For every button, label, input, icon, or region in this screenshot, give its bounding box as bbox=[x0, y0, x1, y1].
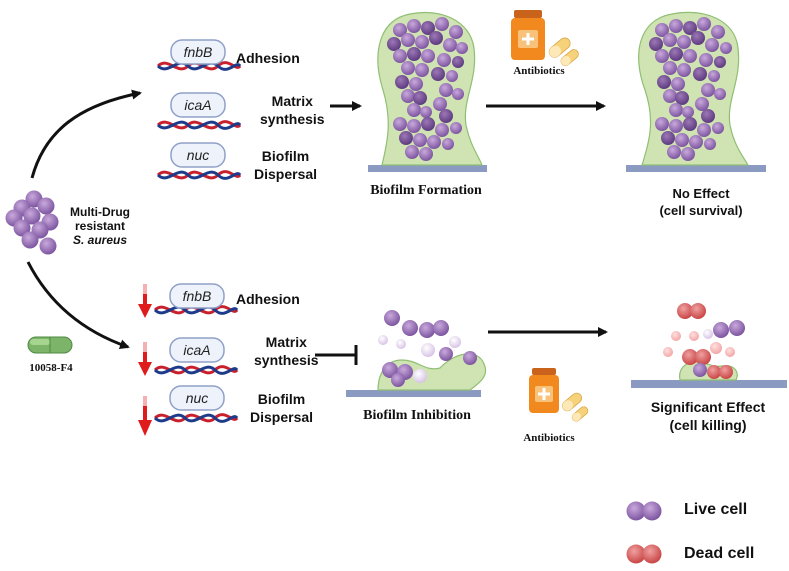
outcome-line-1: Significant Effect bbox=[650, 399, 766, 415]
inhibition-arrow bbox=[315, 345, 358, 365]
downregulation-arrow-icon bbox=[138, 284, 152, 318]
role-line-1: Adhesion bbox=[236, 50, 300, 66]
stage-label-inhibition: Biofilm Inhibition bbox=[363, 408, 471, 423]
role-line-2: Dispersal bbox=[254, 166, 318, 182]
gene-box bbox=[170, 142, 226, 168]
biofilm-killed bbox=[631, 303, 787, 388]
gene-name-nuc-top: nuc bbox=[186, 147, 210, 163]
legend-live-cell-icon bbox=[626, 501, 662, 521]
gene-role-adhesion-bottom: Adhesion bbox=[236, 291, 300, 307]
antibiotics-bottle-icon bbox=[511, 10, 579, 67]
gene-role-matrix-top: Matrix synthesis bbox=[260, 92, 325, 128]
s-aureus-cluster-icon bbox=[5, 190, 59, 255]
outcome-line-1: No Effect bbox=[672, 186, 730, 201]
stage-label-formation: Biofilm Formation bbox=[370, 183, 482, 198]
role-line-1: Adhesion bbox=[236, 291, 300, 307]
gene-role-dispersal-bottom: Biofilm Dispersal bbox=[250, 390, 313, 426]
organism-line-3: S. aureus bbox=[72, 233, 128, 247]
role-line-1: Matrix bbox=[265, 334, 307, 350]
organism-line-1: Multi-Drug bbox=[70, 205, 130, 219]
gene-name-icaa-bottom: icaA bbox=[183, 342, 211, 358]
outcome-line-2: (cell killing) bbox=[669, 417, 747, 433]
gene-box bbox=[169, 385, 225, 411]
biofilm-mature-treated bbox=[626, 11, 766, 172]
arrow-to-bottom-pathway bbox=[26, 261, 130, 350]
role-line-1: Biofilm bbox=[261, 148, 310, 164]
role-line-2: synthesis bbox=[260, 111, 325, 127]
organism-label: Multi-Drug resistant S. aureus bbox=[58, 205, 142, 247]
organism-line-2: resistant bbox=[74, 219, 126, 233]
gene-role-matrix-bottom: Matrix synthesis bbox=[254, 333, 319, 369]
gene-role-adhesion-top: Adhesion bbox=[236, 50, 300, 66]
downregulation-arrow-icon bbox=[138, 396, 152, 436]
gene-name-icaa-top: icaA bbox=[184, 97, 212, 113]
dna-helix-icon bbox=[156, 61, 242, 71]
gene-name-fnbb-top: fnbB bbox=[183, 44, 213, 60]
antibiotics-label-top: Antibiotics bbox=[513, 65, 565, 77]
gene-name-fnbb-bottom: fnbB bbox=[182, 288, 212, 304]
role-line-2: Dispersal bbox=[250, 409, 314, 425]
pill-icon bbox=[27, 336, 73, 354]
outcome-line-2: (cell survival) bbox=[659, 203, 743, 218]
arrow-to-top-pathway bbox=[30, 89, 142, 179]
gene-box bbox=[169, 283, 225, 309]
gene-box bbox=[169, 337, 225, 363]
gene-box bbox=[170, 39, 226, 65]
dna-helix-icon bbox=[153, 365, 239, 375]
dna-helix-icon bbox=[156, 170, 242, 180]
outcome-top: No Effect (cell survival) bbox=[636, 185, 766, 219]
dna-helix-icon bbox=[153, 305, 239, 315]
legend-dead-cell-icon bbox=[626, 544, 662, 564]
dna-helix-icon bbox=[153, 413, 239, 423]
compound-label: 10058-F4 bbox=[29, 362, 73, 374]
biofilm-mature bbox=[368, 11, 487, 172]
gene-name-nuc-bottom: nuc bbox=[185, 390, 209, 406]
legend-dead-cell-label: Dead cell bbox=[684, 545, 755, 562]
gene-role-dispersal-top: Biofilm Dispersal bbox=[254, 147, 317, 183]
gene-box bbox=[170, 92, 226, 118]
legend-live-cell-label: Live cell bbox=[684, 501, 748, 518]
downregulation-arrow-icon bbox=[138, 342, 152, 376]
role-line-2: synthesis bbox=[254, 352, 319, 368]
antibiotics-label-bottom: Antibiotics bbox=[523, 432, 575, 444]
role-line-1: Matrix bbox=[271, 93, 313, 109]
role-line-1: Biofilm bbox=[257, 391, 306, 407]
dna-helix-icon bbox=[156, 120, 242, 130]
biofilm-inhibited bbox=[346, 310, 487, 397]
antibiotics-bottle-icon bbox=[529, 368, 589, 422]
outcome-bottom: Significant Effect (cell killing) bbox=[628, 398, 788, 434]
